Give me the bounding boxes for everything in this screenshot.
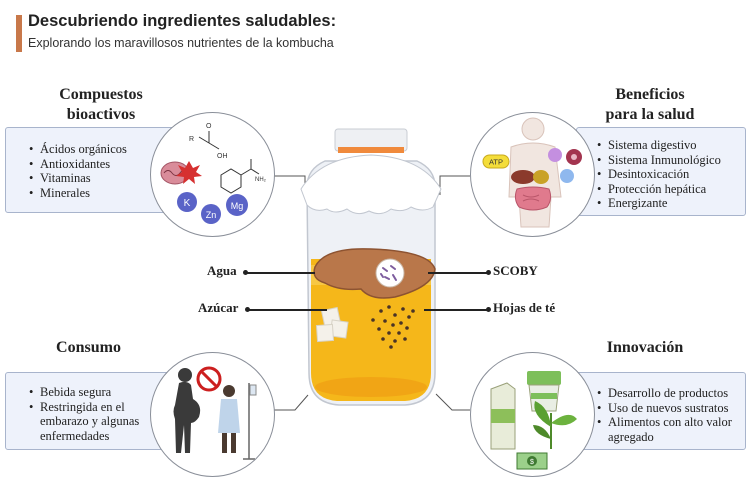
organic-acid-icon bbox=[198, 131, 220, 150]
list-item: Ácidos orgánicos bbox=[28, 142, 177, 157]
list-item: Uso de nuevos sustratos bbox=[596, 401, 741, 416]
immune-cell-icon bbox=[548, 148, 562, 162]
svg-text:K: K bbox=[184, 198, 191, 209]
pregnant-woman-icon bbox=[173, 368, 201, 453]
immune-cell-icon bbox=[560, 169, 574, 183]
innovacion-list: Desarrollo de productos Uso de nuevos su… bbox=[596, 386, 741, 444]
beneficios-title-line2: para la salud bbox=[605, 106, 695, 123]
yogurt-cup-icon bbox=[527, 371, 561, 412]
carton-icon bbox=[490, 382, 516, 450]
compuestos-title-line2: bioactivos bbox=[66, 106, 136, 123]
stomach-icon bbox=[533, 170, 549, 184]
page-subtitle: Explorando los maravillosos nutrientes d… bbox=[28, 36, 334, 50]
innovacion-illustration: $ bbox=[470, 352, 595, 477]
liver-icon bbox=[511, 170, 535, 184]
innovacion-box: Desarrollo de productos Uso de nuevos su… bbox=[576, 372, 746, 450]
beneficios-list: Sistema digestivo Sistema Inmunológico D… bbox=[596, 138, 745, 211]
dot-agua bbox=[243, 270, 248, 275]
zinc-icon bbox=[201, 204, 221, 224]
line-scoby bbox=[428, 272, 488, 274]
page-title: Descubriendo ingredientes saludables: bbox=[28, 12, 337, 30]
consumo-illustration bbox=[150, 352, 275, 477]
iv-stand-icon bbox=[243, 383, 257, 460]
svg-text:Zn: Zn bbox=[206, 210, 217, 220]
label-azucar: Azúcar bbox=[198, 300, 239, 315]
list-item: Desintoxicación bbox=[596, 167, 745, 182]
line-azucar bbox=[247, 309, 327, 311]
beneficios-title-line1: Beneficios bbox=[615, 86, 685, 103]
section-title-innovacion: Innovación bbox=[606, 339, 684, 356]
compuestos-title-line1: Compuestos bbox=[59, 86, 143, 103]
dot-azucar bbox=[245, 307, 250, 312]
vitamin-structure-icon bbox=[220, 159, 260, 194]
prohibited-icon bbox=[196, 366, 222, 392]
list-item: Minerales bbox=[28, 186, 177, 201]
potassium-icon bbox=[177, 192, 197, 212]
compuestos-illustration: R O OH NH₂ K Zn Mg bbox=[150, 112, 275, 237]
compuestos-list: Ácidos orgánicos Antioxidantes Vitaminas… bbox=[28, 142, 177, 200]
list-item: Restringida en el embarazo y algunas enf… bbox=[28, 400, 168, 444]
section-title-compuestos: Compuestos bioactivos bbox=[26, 85, 176, 125]
section-title-beneficios: Beneficios para la salud bbox=[580, 85, 720, 125]
svg-text:ATP: ATP bbox=[489, 158, 503, 167]
list-item: Energizante bbox=[596, 196, 745, 211]
structure-nh2: NH₂ bbox=[255, 177, 267, 183]
list-item: Alimentos con alto valor agregado bbox=[596, 415, 741, 444]
line-hojas bbox=[424, 309, 488, 311]
cloth-cover-icon bbox=[300, 154, 442, 215]
beneficios-box: Sistema digestivo Sistema Inmunológico D… bbox=[576, 127, 746, 216]
beneficios-illustration: ATP bbox=[470, 112, 595, 237]
list-item: Vitaminas bbox=[28, 171, 177, 186]
list-item: Desarrollo de productos bbox=[596, 386, 741, 401]
structure-r: R bbox=[189, 136, 194, 143]
header-accent-bar bbox=[16, 15, 22, 52]
dot-hojas bbox=[486, 307, 491, 312]
list-item: Protección hepática bbox=[596, 182, 745, 197]
intestine-icon bbox=[514, 186, 552, 211]
antioxidant-star-icon bbox=[176, 161, 202, 184]
patient-icon bbox=[218, 385, 240, 453]
tea-leaves-icon bbox=[371, 305, 415, 349]
list-item: Sistema digestivo bbox=[596, 138, 745, 153]
label-scoby: SCOBY bbox=[493, 263, 538, 278]
magnesium-icon bbox=[226, 194, 248, 216]
line-agua bbox=[245, 272, 315, 274]
compuestos-box: Ácidos orgánicos Antioxidantes Vitaminas… bbox=[5, 127, 178, 213]
tea-plant-icon bbox=[533, 401, 577, 449]
svg-text:$: $ bbox=[530, 459, 534, 466]
microbes-icon bbox=[375, 258, 405, 288]
section-title-consumo: Consumo bbox=[56, 339, 121, 356]
svg-text:Mg: Mg bbox=[231, 201, 244, 211]
list-item: Antioxidantes bbox=[28, 157, 177, 172]
list-item: Sistema Inmunológico bbox=[596, 153, 745, 168]
structure-oh: OH bbox=[217, 153, 228, 160]
kombucha-jar bbox=[300, 128, 442, 406]
money-icon: $ bbox=[516, 452, 548, 470]
sugar-cubes-icon bbox=[315, 306, 349, 343]
label-agua: Agua bbox=[207, 263, 237, 278]
atp-badge-icon bbox=[482, 154, 510, 169]
consumo-list: Bebida segura Restringida en el embarazo… bbox=[28, 385, 168, 443]
dot-scoby bbox=[486, 270, 491, 275]
structure-o: O bbox=[206, 123, 212, 130]
consumo-box: Bebida segura Restringida en el embarazo… bbox=[5, 372, 177, 450]
list-item: Bebida segura bbox=[28, 385, 168, 400]
scoby-icon bbox=[313, 248, 436, 299]
label-hojas: Hojas de té bbox=[493, 300, 556, 315]
